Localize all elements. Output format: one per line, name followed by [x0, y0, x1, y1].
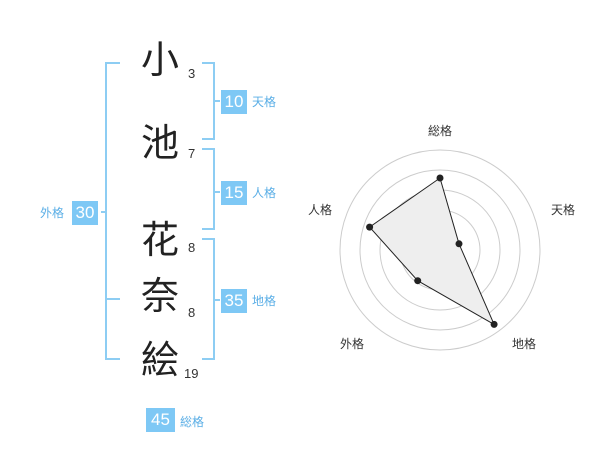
stroke-count-2: 7: [188, 146, 196, 161]
radar-axis-label-tenkaku: 天格: [551, 203, 576, 217]
jinkaku-bracket: [202, 148, 215, 230]
radar-axis-label-gaikaku: 外格: [340, 337, 365, 351]
jinkaku-label: 人格: [252, 186, 277, 200]
radar-ring: [359, 169, 521, 331]
stroke-count-4: 8: [188, 305, 196, 320]
tenkaku-badge: 10: [221, 90, 247, 114]
name-char-3: 花: [140, 218, 179, 262]
name-char-1: 小: [140, 38, 179, 82]
name-char-5: 絵: [140, 338, 179, 382]
chikaku-label: 地格: [252, 294, 277, 308]
chikaku-badge: 35: [221, 289, 247, 313]
radar-ring: [339, 149, 541, 351]
radar-polygon: [368, 177, 496, 326]
name-char-2: 池: [140, 121, 179, 165]
radar-axis-label-chikaku: 地格: [512, 337, 537, 351]
soukaku-label: 総格: [180, 415, 205, 429]
gaikaku-bracket: [105, 62, 120, 360]
radar-point-2: [455, 240, 463, 248]
radar-point-4: [414, 277, 422, 285]
gaikaku-label: 外格: [40, 206, 65, 220]
chikaku-tick: [215, 299, 220, 301]
jinkaku-tick: [215, 191, 220, 193]
stroke-count-5: 19: [184, 366, 199, 381]
chikaku-bracket: [202, 238, 215, 360]
gaikaku-badge: 30: [72, 201, 98, 225]
radar-point-1: [436, 174, 444, 182]
radar-axis-label-jinkaku: 人格: [308, 203, 333, 217]
soukaku-badge: 45: [146, 408, 175, 432]
name-char-4: 奈: [140, 274, 179, 318]
radar-points: [366, 174, 498, 328]
stroke-count-1: 3: [188, 66, 196, 81]
radar-point-3: [490, 320, 498, 328]
gaikaku-tick: [101, 211, 105, 213]
gaikaku-divider: [105, 298, 120, 300]
radar-axis-label-soukaku: 総格: [428, 124, 453, 138]
stroke-count-3: 8: [188, 240, 196, 255]
jinkaku-badge: 15: [221, 181, 247, 205]
tenkaku-tick: [215, 100, 220, 102]
tenkaku-label: 天格: [252, 95, 277, 109]
tenkaku-bracket: [202, 62, 215, 140]
radar-point-5: [366, 223, 374, 231]
